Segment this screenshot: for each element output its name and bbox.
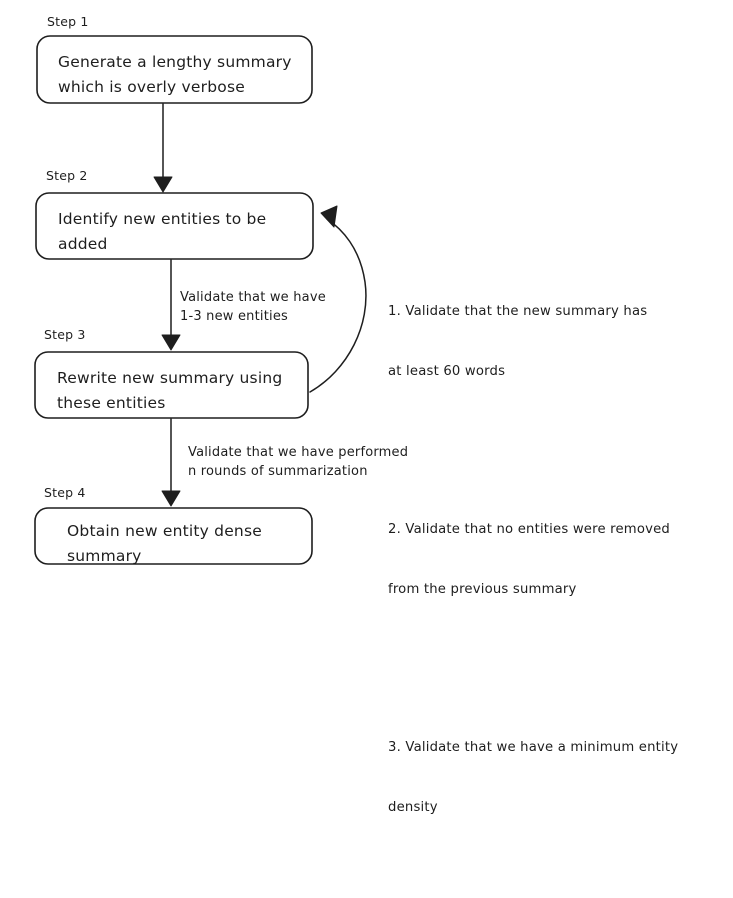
validation-note-3-line-2: density (388, 800, 438, 815)
arrowhead-step3-step4 (161, 490, 181, 507)
validation-note-3: 3. Validate that we have a minimum entit… (388, 698, 708, 858)
validation-note-1-line-1: 1. Validate that the new summary has (388, 304, 648, 319)
validation-note-2-line-2: from the previous summary (388, 582, 577, 597)
step-4-label: Step 4 (44, 485, 86, 500)
validation-note-1-line-2: at least 60 words (388, 364, 506, 379)
step-1-box[interactable] (36, 35, 313, 104)
flowchart-canvas: .node-box { fill:#ffffff; stroke:#1e1e1e… (34, 14, 678, 815)
step-4-box[interactable] (34, 507, 313, 565)
step-3-text-line-2: these entities (57, 394, 166, 412)
step-3-text-line-1: Rewrite new summary using (57, 369, 283, 387)
step-1-text-line-1: Generate a lengthy summary (58, 53, 292, 71)
step-2-text-line-1: Identify new entities to be (58, 210, 267, 228)
arrowhead-step1-step2 (153, 176, 173, 193)
step-2-box[interactable] (35, 192, 314, 260)
step-1-text-line-2: which is overly verbose (58, 78, 245, 96)
step-2-label: Step 2 (46, 168, 88, 183)
step-3-box[interactable] (34, 351, 309, 419)
step-3-label: Step 3 (44, 327, 86, 342)
validation-note-2: 2. Validate that no entities were remove… (388, 480, 708, 640)
edge-label-2-line-2: n rounds of summarization (188, 464, 368, 479)
edge-label-1-line-1: Validate that we have (180, 290, 326, 305)
validation-note-3-line-1: 3. Validate that we have a minimum entit… (388, 740, 679, 755)
step-4-text-line-2: summary (67, 547, 142, 565)
validation-notes: 1. Validate that the new summary has at … (388, 222, 708, 898)
edge-label-1-line-2: 1-3 new entities (180, 309, 288, 324)
step-1-label: Step 1 (47, 14, 89, 29)
connector-step3-step2-feedback (309, 218, 367, 393)
flowchart-graphics: .node-box { fill:#ffffff; stroke:#1e1e1e… (34, 35, 367, 565)
validation-note-1: 1. Validate that the new summary has at … (388, 262, 708, 422)
step-4-text-line-1: Obtain new entity dense (67, 522, 262, 540)
arrowhead-step2-step3 (161, 334, 181, 351)
validation-note-2-line-1: 2. Validate that no entities were remove… (388, 522, 670, 537)
edge-label-2-line-1: Validate that we have performed (188, 445, 409, 460)
arrowhead-step3-step2-feedback (320, 205, 338, 228)
step-2-text-line-2: added (58, 235, 108, 253)
